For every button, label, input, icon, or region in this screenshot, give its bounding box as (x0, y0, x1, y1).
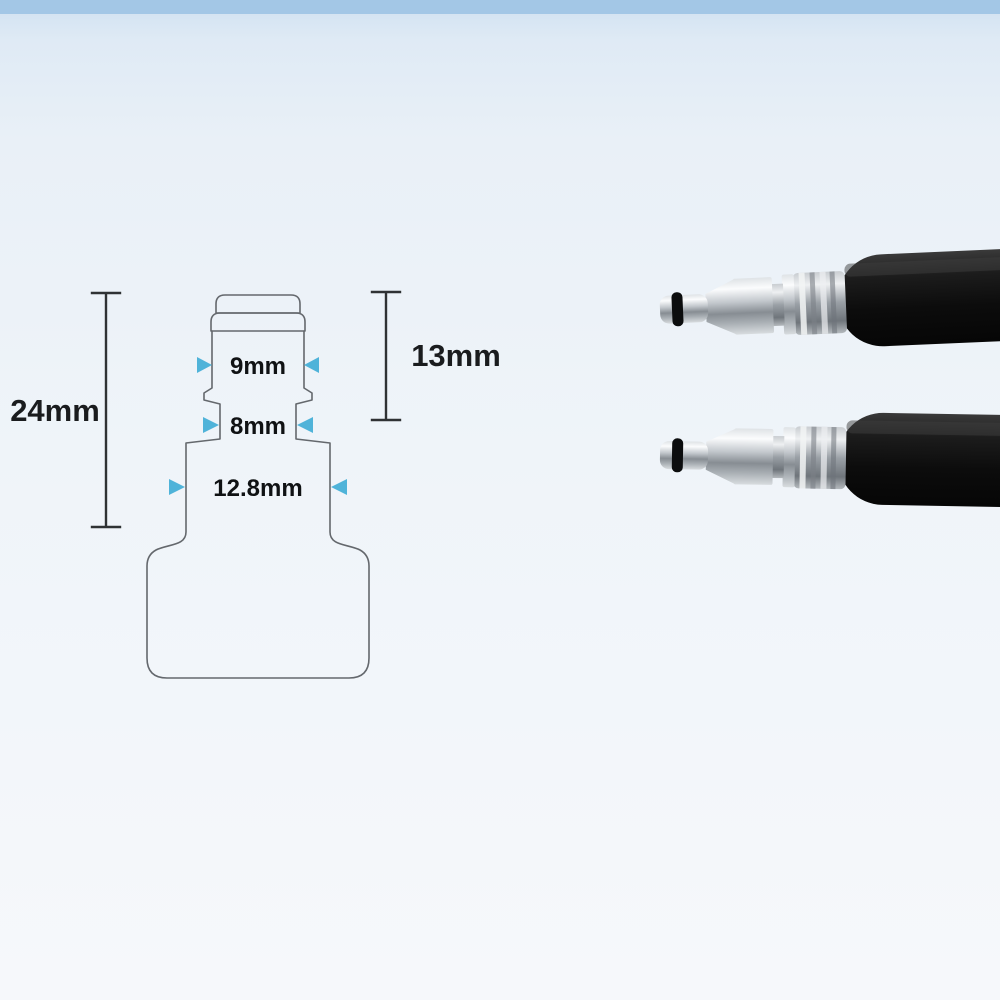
connector-outline (146, 294, 370, 679)
dimension-bracket-overall-height (90, 291, 122, 529)
dimension-label-groove-width: 8mm (230, 413, 286, 440)
arrow-right-icon (203, 417, 219, 433)
cap-ring-top (215, 294, 301, 314)
dimension-bracket-upper-section (370, 290, 402, 422)
arrow-left-icon (331, 479, 347, 495)
cap-ring-bottom (210, 312, 306, 332)
arrow-right-icon (197, 357, 212, 373)
arrow-left-icon (297, 417, 313, 433)
dimension-label-overall-height: 24mm (10, 393, 100, 428)
dimension-label-upper-section: 13mm (411, 338, 501, 373)
top-band (0, 0, 1000, 14)
connector-dimension-diagram: 24mm 13mm 9mm 8mm 12.8mm (10, 290, 501, 679)
connector-body-outline (146, 330, 370, 679)
arrow-right-icon (169, 479, 185, 495)
dimension-label-body-width: 12.8mm (213, 475, 302, 502)
arrow-left-icon (304, 357, 319, 373)
dimension-label-neck-width: 9mm (230, 353, 286, 380)
